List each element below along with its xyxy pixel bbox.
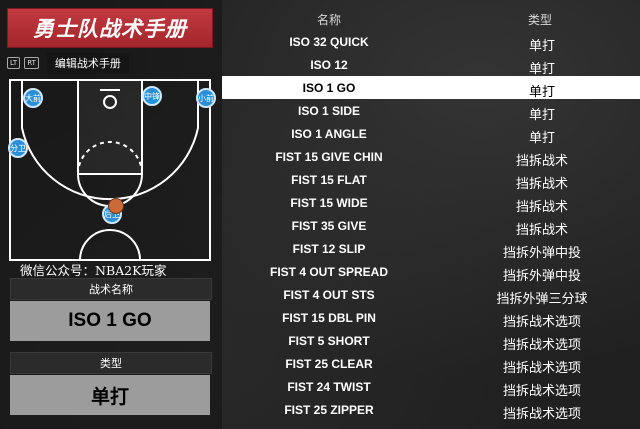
column-header-type: 类型 (527, 13, 552, 27)
play-name-cell: FIST 12 SLIP (292, 242, 366, 256)
play-type-cell: 挡拆战术选项 (502, 406, 581, 421)
play-type-cell: 单打 (528, 107, 555, 122)
play-name-cell: FIST 15 GIVE CHIN (275, 150, 383, 164)
edit-playbook-button[interactable]: 编辑战术手册 (46, 53, 129, 73)
table-row[interactable]: FIST 15 DBL PIN 挡拆战术选项 (222, 306, 640, 329)
table-row[interactable]: FIST 4 OUT STS 挡拆外弹三分球 (222, 283, 640, 306)
play-type-cell: 挡拆战术选项 (502, 314, 581, 329)
play-name-cell: FIST 4 OUT SPREAD (269, 265, 388, 279)
player-small-forward-icon: 小前 (196, 88, 216, 108)
lt-key-icon: LT (7, 57, 21, 69)
play-type-cell: 挡拆外弹三分球 (496, 291, 588, 306)
play-type-cell: 挡拆战术 (515, 153, 568, 168)
play-type-cell: 单打 (528, 84, 555, 99)
play-type-cell: 挡拆战术 (515, 222, 568, 237)
play-name-cell: FIST 5 SHORT (288, 334, 370, 348)
edit-playbook-row[interactable]: LT RT 编辑战术手册 (7, 53, 129, 73)
player-shooting-guard-icon: 分卫 (8, 138, 28, 158)
column-header-name: 名称 (316, 13, 341, 27)
play-name-cell: FIST 25 ZIPPER (284, 403, 374, 417)
table-row[interactable]: ISO 1 SIDE 单打 (222, 99, 640, 122)
play-type-label: 类型 (10, 352, 212, 374)
player-power-forward-icon: 大前 (23, 88, 43, 108)
play-name-cell: ISO 1 ANGLE (291, 127, 367, 141)
table-row[interactable]: FIST 15 WIDE 挡拆战术 (222, 191, 640, 214)
table-row[interactable]: FIST 25 CLEAR 挡拆战术选项 (222, 352, 640, 375)
play-name-cell: FIST 15 WIDE (290, 196, 368, 210)
play-name-cell: ISO 1 GO (302, 81, 356, 95)
play-name-cell: FIST 15 DBL PIN (282, 311, 376, 325)
court-lines (9, 79, 211, 261)
play-name-cell: FIST 35 GIVE (291, 219, 367, 233)
table-row[interactable]: ISO 32 QUICK 单打 (222, 30, 640, 53)
play-type-cell: 挡拆战术选项 (502, 383, 581, 398)
table-row[interactable]: FIST 15 FLAT 挡拆战术 (222, 168, 640, 191)
table-row[interactable]: ISO 1 GO 单打 (222, 76, 640, 99)
play-name-value: ISO 1 GO (10, 301, 210, 341)
play-type-cell: 单打 (528, 61, 555, 76)
play-type-cell: 挡拆战术选项 (502, 360, 581, 375)
play-type-cell: 挡拆战术 (515, 176, 568, 191)
play-name-cell: ISO 32 QUICK (289, 35, 369, 49)
table-row[interactable]: ISO 12 单打 (222, 53, 640, 76)
play-name-cell: FIST 25 CLEAR (285, 357, 373, 371)
playbook-title: 勇士队战术手册 (7, 8, 213, 48)
court-diagram: 大前 中锋 小前 分卫 后卫 (8, 78, 216, 262)
play-name-cell: ISO 12 (310, 58, 348, 72)
play-name-cell: ISO 1 SIDE (297, 104, 361, 118)
play-type-cell: 单打 (528, 38, 555, 53)
play-type-value: 单打 (10, 375, 210, 415)
table-row[interactable]: FIST 5 SHORT 挡拆战术选项 (222, 329, 640, 352)
play-name-label: 战术名称 (10, 278, 212, 300)
watermark-text: 微信公众号：NBA2K玩家 (20, 263, 167, 278)
table-row[interactable]: FIST 25 ZIPPER 挡拆战术选项 (222, 398, 640, 421)
play-name-cell: FIST 4 OUT STS (283, 288, 375, 302)
playbook-panel: 勇士队战术手册 LT RT 编辑战术手册 大前 中锋 小前 分卫 后卫 微信公众… (0, 0, 222, 429)
player-center-icon: 中锋 (142, 86, 162, 106)
play-type-cell: 挡拆外弹中投 (502, 268, 581, 283)
play-type-cell: 挡拆战术 (515, 199, 568, 214)
play-type-cell: 挡拆外弹中投 (502, 245, 581, 260)
table-row[interactable]: FIST 12 SLIP 挡拆外弹中投 (222, 237, 640, 260)
play-type-cell: 单打 (528, 130, 555, 145)
play-name-cell: FIST 15 FLAT (291, 173, 367, 187)
rt-key-icon: RT (24, 57, 39, 69)
play-name-cell: FIST 24 TWIST (287, 380, 371, 394)
basketball-icon (108, 198, 124, 214)
table-row[interactable]: FIST 35 GIVE 挡拆战术 (222, 214, 640, 237)
table-row[interactable]: FIST 15 GIVE CHIN 挡拆战术 (222, 145, 640, 168)
table-row[interactable]: ISO 1 ANGLE 单打 (222, 122, 640, 145)
play-type-cell: 挡拆战术选项 (502, 337, 581, 352)
list-header: 名称 类型 (222, 6, 640, 30)
table-row[interactable]: FIST 4 OUT SPREAD 挡拆外弹中投 (222, 260, 640, 283)
table-row[interactable]: FIST 24 TWIST 挡拆战术选项 (222, 375, 640, 398)
